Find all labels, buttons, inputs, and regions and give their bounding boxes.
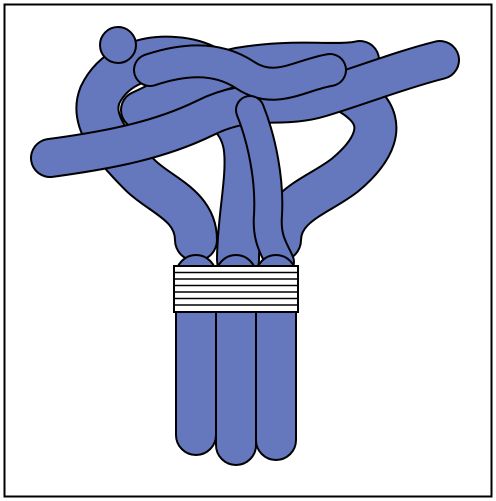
whipping-binding <box>174 266 298 312</box>
rope-segment-braid-b <box>150 61 330 83</box>
rope-end-top-nub <box>100 27 136 63</box>
